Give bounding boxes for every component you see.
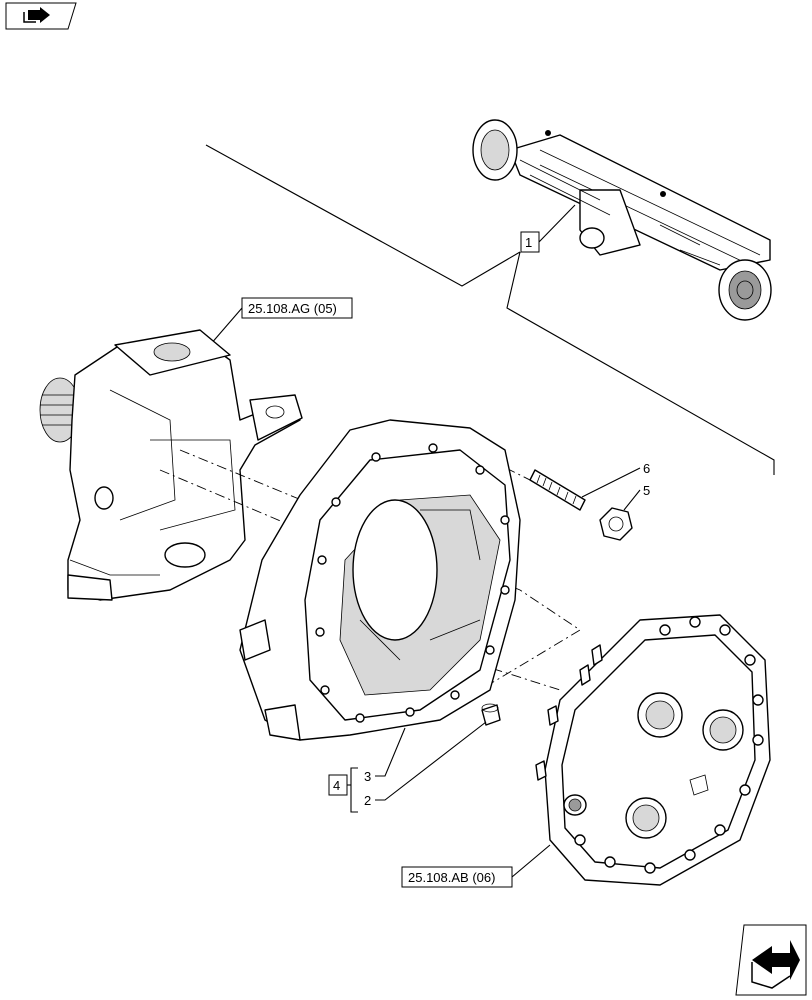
nut-drawing — [599, 507, 633, 541]
callout-2: 2 — [364, 721, 487, 808]
planet-carrier-cover-drawing — [535, 614, 771, 886]
callout-6: 6 — [581, 461, 650, 498]
dowel-pin-drawing — [481, 703, 501, 726]
callout-1: 1 — [520, 204, 576, 253]
svg-text:1: 1 — [525, 235, 532, 250]
axle-assembly-drawing — [472, 119, 772, 321]
svg-text:4: 4 — [333, 778, 340, 793]
stud-drawing — [529, 469, 586, 511]
callout-4-kit: 4 — [328, 767, 358, 813]
reference-label-bottom[interactable]: 25.108.AB (06) — [401, 844, 551, 888]
svg-text:6: 6 — [643, 461, 650, 476]
svg-text:2: 2 — [364, 793, 371, 808]
steering-knuckle-drawing — [39, 329, 303, 601]
book-arrow-icon[interactable] — [5, 2, 77, 30]
callout-3: 3 — [364, 727, 406, 784]
assembly-leader-lines — [205, 144, 775, 475]
planetary-housing-drawing — [239, 419, 521, 741]
next-page-arrow-icon[interactable] — [735, 924, 807, 996]
svg-text:25.108.AB (06): 25.108.AB (06) — [408, 870, 495, 885]
reference-label-top[interactable]: 25.108.AG (05) — [209, 297, 353, 346]
callout-5: 5 — [623, 483, 650, 511]
svg-text:25.108.AG (05): 25.108.AG (05) — [248, 301, 337, 316]
svg-text:5: 5 — [643, 483, 650, 498]
svg-text:3: 3 — [364, 769, 371, 784]
